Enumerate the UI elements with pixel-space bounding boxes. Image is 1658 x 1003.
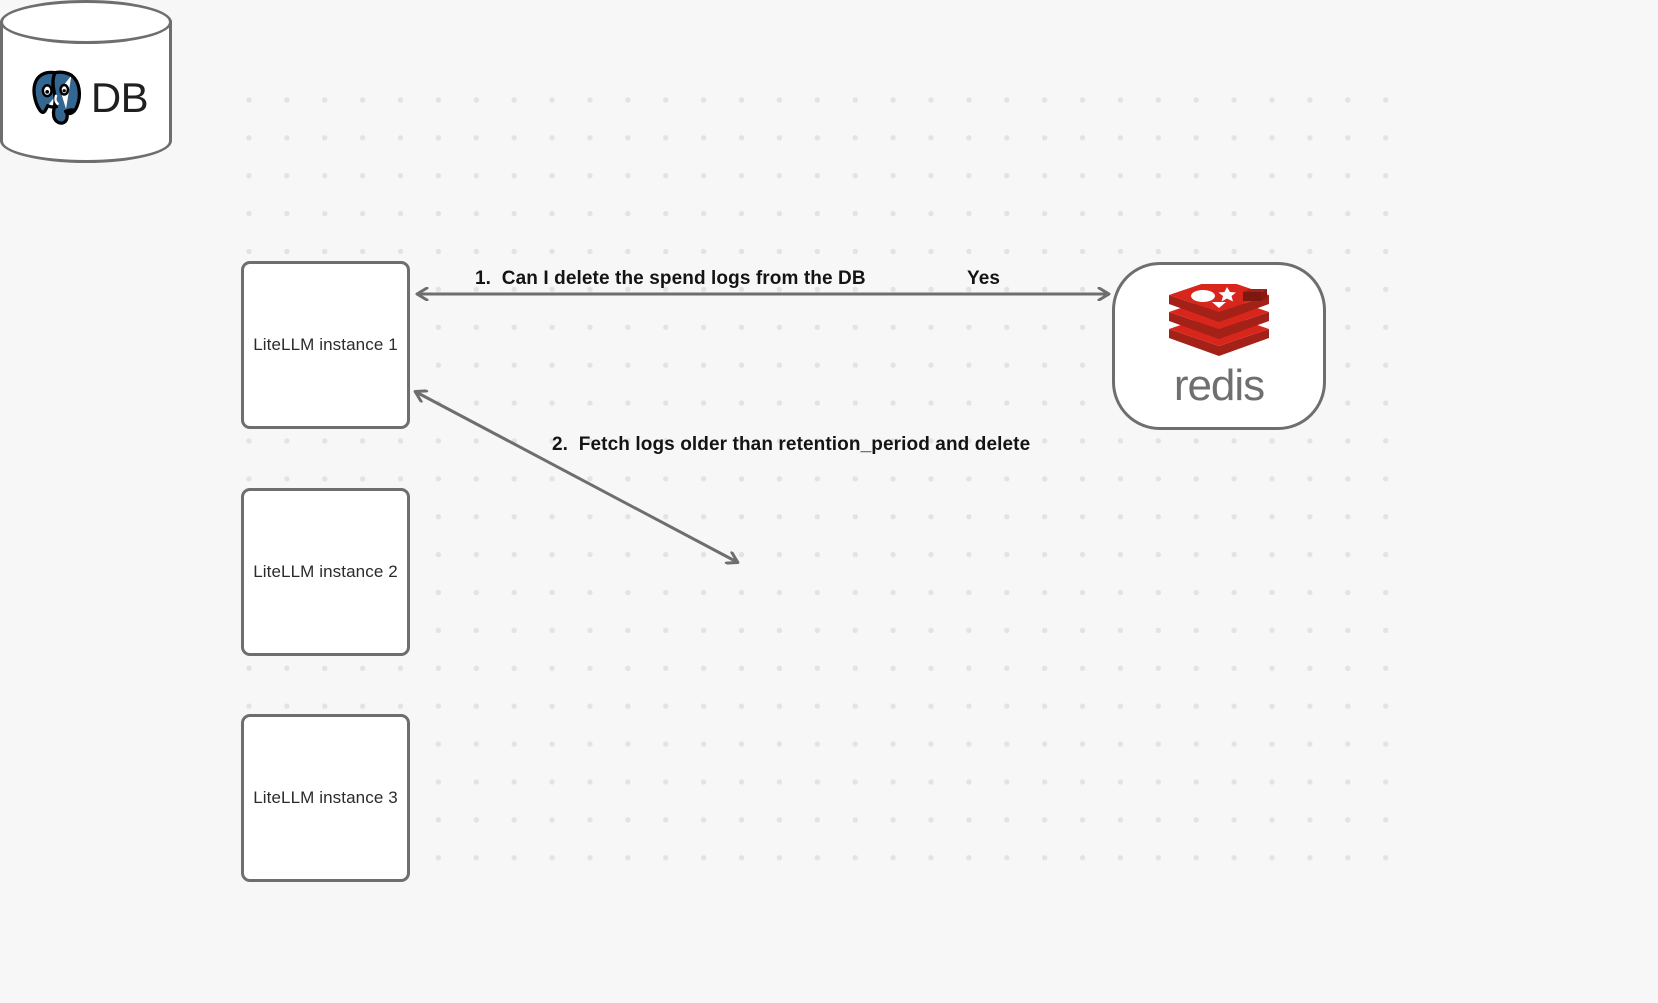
node-label: LiteLLM instance 2 — [253, 562, 398, 581]
node-litellm-instance-1[interactable]: LiteLLM instance 1 — [241, 261, 410, 429]
db-label: DB — [90, 74, 149, 121]
edge-label-step-1: 1. Can I delete the spend logs from the … — [475, 268, 866, 289]
cylinder-top — [0, 0, 172, 44]
node-litellm-instance-3[interactable]: LiteLLM instance 3 — [241, 714, 410, 882]
redis-wordmark: redis — [1173, 361, 1265, 410]
redis-logo-icon — [1169, 284, 1269, 356]
postgresql-elephant-icon — [32, 70, 81, 125]
node-label: LiteLLM instance 3 — [253, 788, 398, 807]
redis-logo-group: redis — [1165, 284, 1273, 408]
edge-label-step-1-answer: Yes — [967, 268, 1001, 289]
node-database[interactable]: DB — [0, 0, 172, 163]
node-redis[interactable]: redis — [1112, 262, 1326, 430]
edge-label-step-2: 2. Fetch logs older than retention_perio… — [552, 434, 1031, 455]
db-content: DB — [0, 58, 172, 138]
edge-db-litellm1[interactable] — [416, 392, 737, 562]
node-label: LiteLLM instance 1 — [253, 335, 398, 354]
node-litellm-instance-2[interactable]: LiteLLM instance 2 — [241, 488, 410, 656]
